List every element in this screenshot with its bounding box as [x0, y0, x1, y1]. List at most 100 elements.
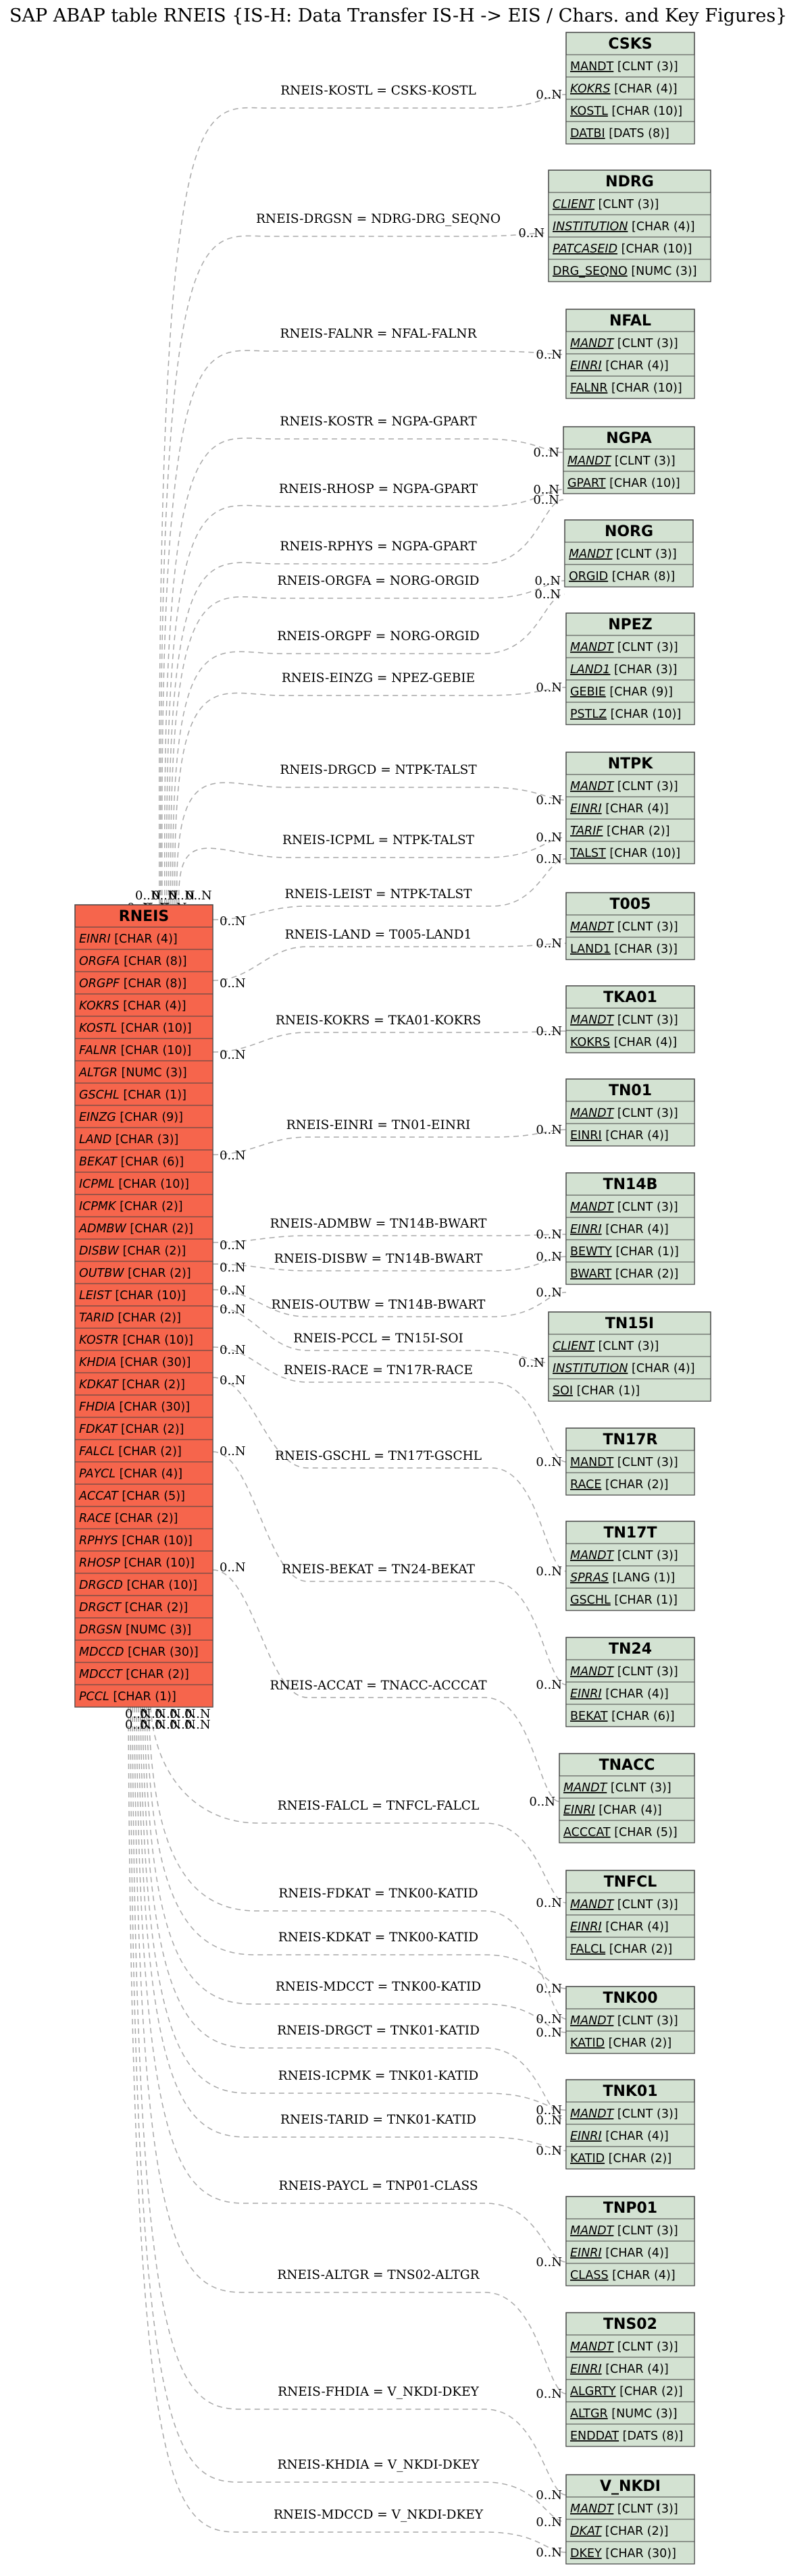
field-name: ALTGR	[570, 2407, 608, 2421]
field-row	[565, 914, 695, 938]
field-row	[565, 1704, 695, 1727]
target-cardinality: 0..N	[536, 348, 562, 362]
table-title: TNK00	[603, 1990, 657, 2007]
field-name: ORGID	[569, 570, 608, 583]
field-name: MANDT	[563, 1781, 608, 1795]
field-name: MANDT	[570, 780, 615, 793]
field-type: [CLNT (3)]	[613, 2502, 678, 2516]
field-type: [CHAR (8)]	[120, 977, 186, 991]
source-cardinality: 0..N	[152, 889, 178, 903]
field-land: LAND [CHAR (3)]	[79, 1133, 178, 1147]
target-cardinality: 0..N	[536, 831, 562, 845]
relationship-edge	[212, 1129, 567, 1155]
field-einri: EINRI [CHAR (4)]	[570, 2246, 669, 2260]
target-cardinality: 0..N	[536, 1228, 562, 1242]
field-row	[565, 99, 695, 122]
table-title: TN17T	[603, 1525, 657, 1542]
field-type: [CHAR (10)]	[123, 1579, 197, 1592]
relationship-edge	[140, 1706, 567, 2111]
field-name: PATCASEID	[553, 242, 617, 256]
field-row	[565, 121, 695, 144]
field-row	[565, 2124, 695, 2147]
field-type: [CHAR (1)]	[611, 1594, 678, 1607]
field-name: KOKRS	[570, 82, 611, 96]
field-patcaseid: PATCASEID [CHAR (10)]	[553, 242, 692, 256]
source-cardinality: 0..N	[170, 1707, 196, 1721]
field-name: ICPMK	[79, 1200, 117, 1213]
field-name: KHDIA	[79, 1356, 116, 1369]
field-row	[74, 1105, 213, 1128]
field-einri: EINRI [CHAR (4)]	[79, 932, 178, 946]
source-cardinality: 0..N	[220, 1303, 246, 1317]
field-mandt: MANDT [CLNT (3)]	[570, 2014, 678, 2028]
field-name: ORGFA	[79, 955, 120, 968]
field-name: RACE	[570, 1478, 601, 1492]
field-row	[74, 1528, 213, 1552]
source-cardinality: 0..N	[170, 1718, 196, 1732]
field-pstlz: PSTLZ [CHAR (10)]	[570, 708, 681, 721]
table-title: NTPK	[608, 756, 654, 772]
field-type: [CHAR (4)]	[602, 1920, 669, 1934]
relationship-label: RNEIS-ACCAT = TNACC-ACCCAT	[270, 1679, 487, 1693]
relationship-edge	[130, 1706, 567, 2523]
field-type: [CLNT (3)]	[607, 1781, 671, 1795]
field-row	[565, 2541, 695, 2565]
field-name: KOSTL	[79, 1022, 117, 1035]
field-type: [CLNT (3)]	[613, 2340, 678, 2354]
field-name: MANDT	[570, 641, 615, 654]
field-name: MANDT	[570, 1201, 615, 1214]
field-name: PAYCL	[79, 1467, 116, 1481]
field-bwart: BWART [CHAR (2)]	[570, 1267, 678, 1281]
field-mandt: MANDT [CLNT (3)]	[570, 2340, 678, 2354]
field-type: [CHAR (2)]	[121, 1601, 188, 1614]
table-title: TNACC	[599, 1757, 655, 1774]
field-name: EINRI	[570, 2246, 602, 2260]
field-name: ACCCAT	[563, 1826, 611, 1839]
field-name: MANDT	[567, 454, 612, 468]
field-type: [CLNT (3)]	[613, 1456, 678, 1469]
field-type: [CHAR (30)]	[124, 1646, 199, 1659]
field-orgfa: ORGFA [CHAR (8)]	[79, 955, 187, 968]
field-enddat: ENDDAT [DATS (8)]	[570, 2429, 683, 2443]
field-type: [CHAR (6)]	[608, 1710, 675, 1723]
field-einri: EINRI [CHAR (4)]	[570, 1687, 669, 1701]
relationship-edge	[138, 1706, 567, 2151]
field-type: [CLNT (3)]	[613, 1665, 678, 1679]
field-type: [CHAR (10)]	[606, 847, 680, 860]
relationship-edge	[212, 1234, 567, 1243]
field-tarid: TARID [CHAR (2)]	[79, 1311, 181, 1325]
field-type: [CHAR (2)]	[605, 2152, 671, 2165]
field-land1: LAND1 [CHAR (3)]	[570, 663, 678, 677]
relationship-label: RNEIS-MDCCT = TNK00-KATID	[276, 1980, 481, 1994]
field-row	[565, 1892, 695, 1916]
field-type: [CHAR (4)]	[628, 220, 694, 234]
relationship-label: RNEIS-DRGCT = TNK01-KATID	[277, 2024, 480, 2038]
field-type: [CHAR (2)]	[616, 2385, 683, 2398]
field-row	[548, 1334, 711, 1357]
field-type: [CHAR (2)]	[116, 1200, 183, 1213]
field-row	[565, 702, 695, 725]
